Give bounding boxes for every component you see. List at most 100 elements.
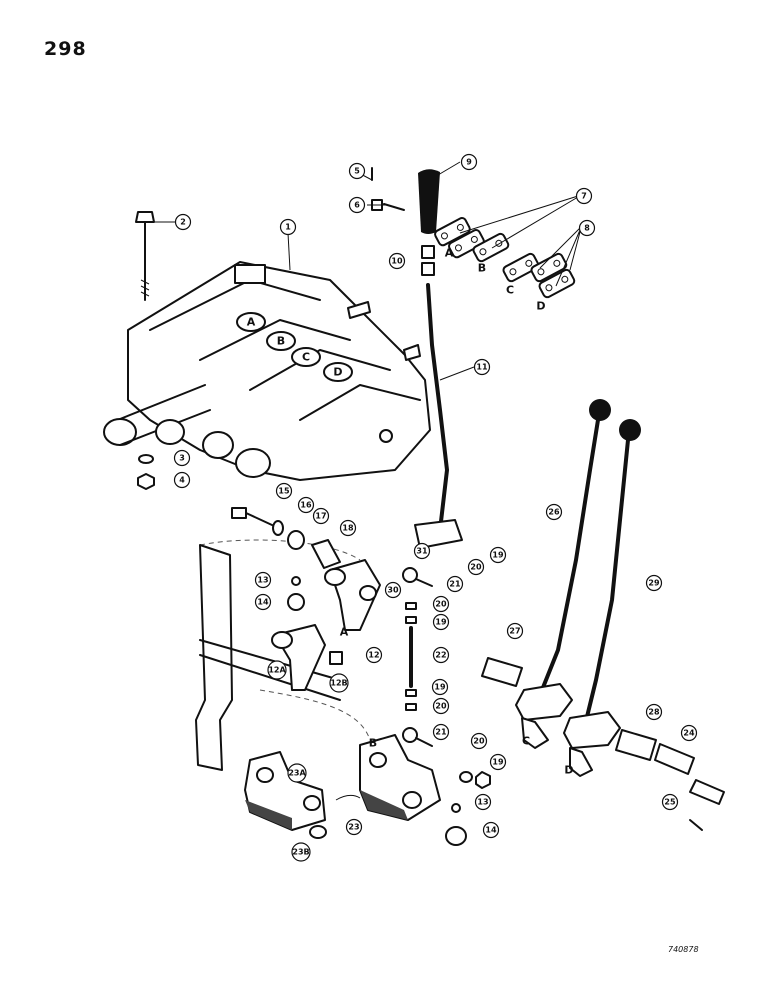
callout-label: 12A [268,666,286,675]
callout-label: 20 [435,600,447,609]
callout-label: 20 [470,563,482,572]
callout-c18: 18 [339,519,357,537]
callout-label: 17 [315,512,326,521]
callout-label: 31 [416,547,428,556]
callout-label: 16 [300,501,312,510]
callout-c11: 11 [473,358,491,376]
callout-c20d: 20 [470,732,488,750]
bellcrank [244,734,441,839]
control-arm [271,559,381,691]
letter-valve-d: D [333,366,342,379]
callout-label: 10 [391,257,403,266]
callout-label: 18 [342,524,354,533]
callout-c17: 17 [312,507,330,525]
callout-c7: 7 [575,187,593,205]
callout-c1: 1 [279,218,297,236]
lever-knob [371,167,440,234]
callout-label: 27 [509,627,520,636]
turnbuckle [402,567,433,747]
callout-label: 23 [348,823,359,832]
callout-label: 19 [492,758,504,767]
callout-label: 30 [387,586,399,595]
callout-c3: 3 [173,449,191,467]
callout-c20a: 20 [467,558,485,576]
callout-c12: 12 [365,646,383,664]
callout-label: 15 [278,487,290,496]
callout-label: 9 [466,158,472,167]
callout-c29: 29 [645,574,663,592]
callout-label: 14 [257,598,269,607]
callout-label: 26 [548,508,560,517]
bolt-assembly [231,507,341,569]
callout-c13b: 13 [474,793,492,811]
callout-c14b: 14 [482,821,500,839]
callout-label: 19 [492,551,504,560]
callout-c19b: 19 [432,613,450,631]
letter-valve-b: B [277,335,285,348]
callout-label: 12 [368,651,379,660]
callout-c28: 28 [645,703,663,721]
callout-c19c: 19 [431,678,449,696]
callout-label: 3 [179,454,185,463]
callout-c15: 15 [275,482,293,500]
lever-rod [426,283,449,532]
callout-c30: 30 [384,581,402,599]
letter-shim-a: A [445,247,454,260]
callout-label: 19 [434,683,446,692]
callout-c26: 26 [545,503,563,521]
callout-c19a: 19 [489,546,507,564]
washer [138,454,154,464]
letter-shim-b: B [478,262,486,275]
figure-code: 740878 [668,945,699,954]
callout-c6: 6 [348,196,366,214]
bushing [481,657,523,687]
callout-c5: 5 [348,162,366,180]
callout-c14a: 14 [254,593,272,611]
letter-lever-c: C [522,735,530,748]
callout-c12a: 12A [267,660,287,680]
callout-label: 6 [354,201,360,210]
letter-shim-d: D [536,300,545,313]
callout-c9: 9 [460,153,478,171]
callout-label: 21 [435,728,447,737]
callout-label: 4 [179,476,185,485]
callout-c21a: 21 [446,575,464,593]
callout-label: 13 [477,798,488,807]
letter-shim-c: C [506,284,514,297]
letter-bracket-b: B [369,737,377,750]
callout-label: 8 [584,224,590,233]
callout-c23b: 23B [291,842,311,862]
callout-c2: 2 [174,213,192,231]
callout-c19d: 19 [489,753,507,771]
callout-label: 12B [330,679,347,688]
callout-label: 19 [435,618,447,627]
bushing [615,729,657,761]
callout-label: 20 [435,702,447,711]
callout-c10: 10 [388,252,406,270]
callout-c20b: 20 [432,595,450,613]
callout-c31: 31 [413,542,431,560]
spacer [421,245,435,259]
callout-c4: 4 [173,471,191,489]
callout-c16: 16 [297,496,315,514]
callout-label: 23A [288,769,306,778]
callout-c20c: 20 [432,697,450,715]
callout-label: 5 [354,167,360,176]
letter-valve-a: A [247,316,256,329]
callout-c8: 8 [578,219,596,237]
page-number: 298 [44,38,87,60]
callout-label: 28 [648,708,660,717]
pivot-pin [689,779,725,805]
callout-c27: 27 [506,622,524,640]
callout-label: 11 [476,363,488,372]
bolt [135,211,155,301]
shaft [654,743,695,775]
shims [434,217,576,299]
callout-label: 2 [180,218,186,227]
callout-label: 23B [292,848,309,857]
callout-label: 21 [449,580,461,589]
letter-valve-c: C [302,351,310,364]
callout-c23: 23 [345,818,363,836]
